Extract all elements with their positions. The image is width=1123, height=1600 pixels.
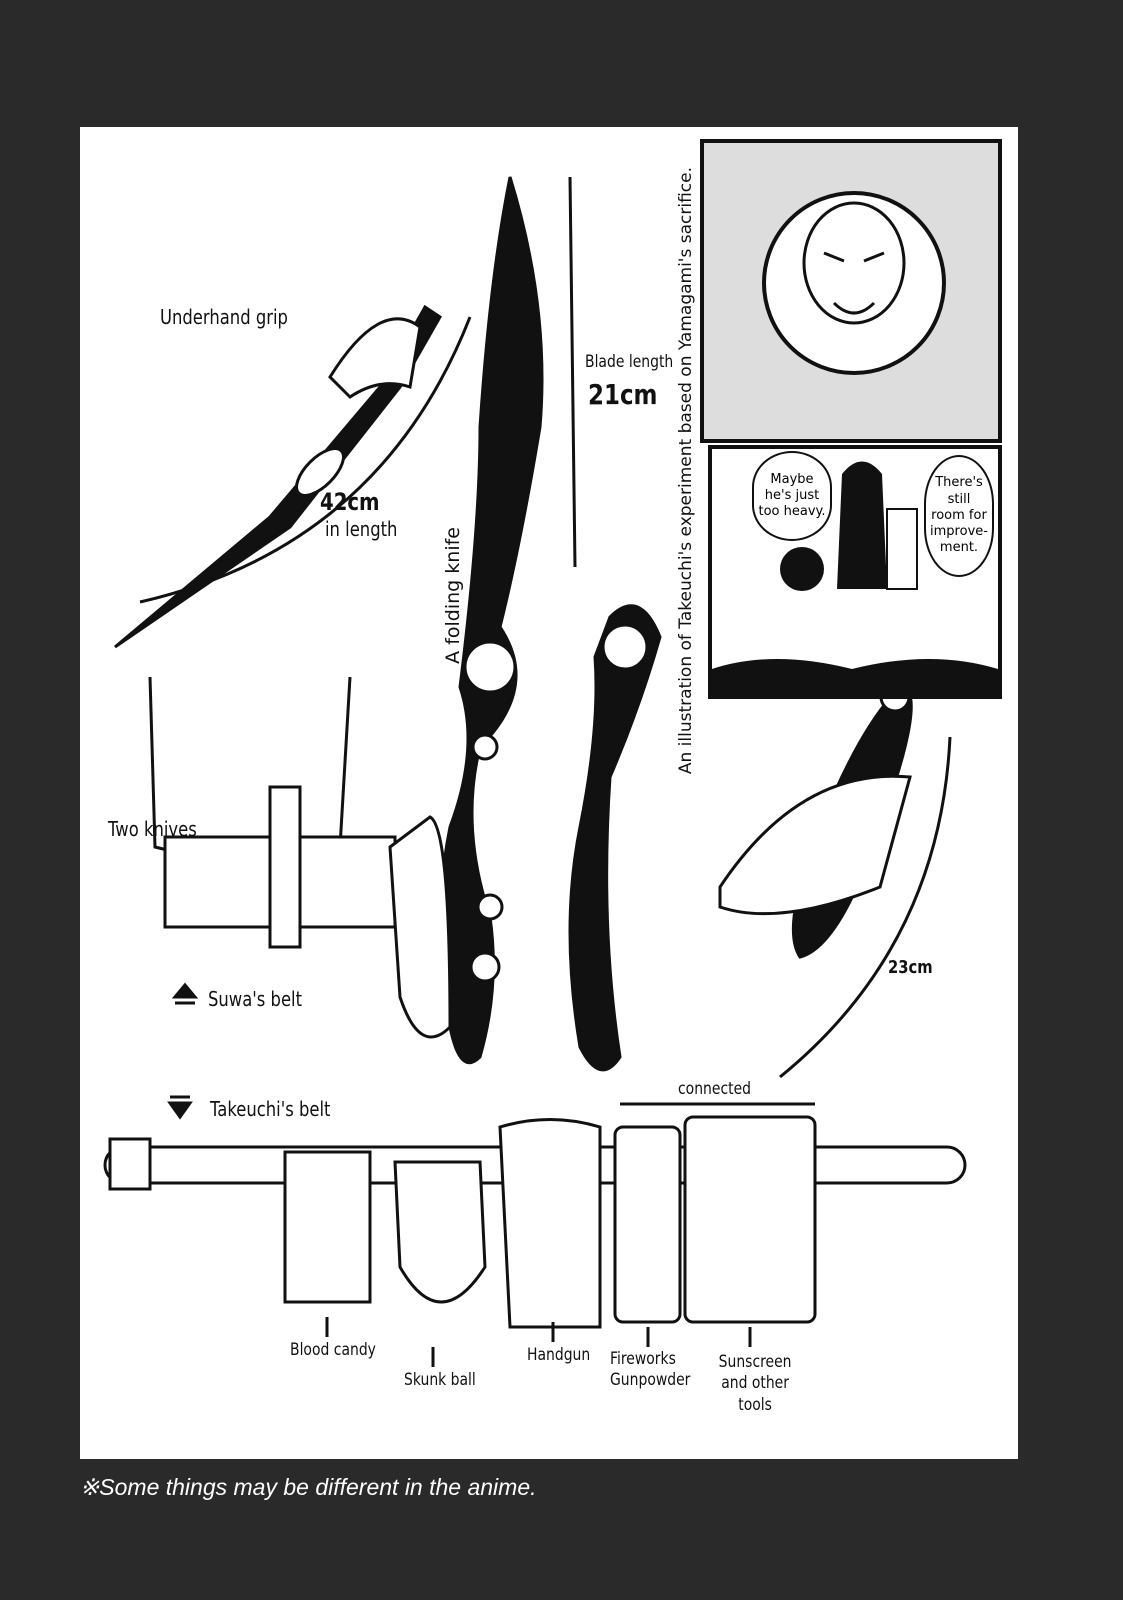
item-pointers [325,1317,752,1367]
footer-note: ※Some things may be different in the ani… [80,1474,537,1500]
pouch-skunk-ball [393,1160,487,1304]
pouch-blood-candy [283,1150,372,1304]
label-connected: connected [678,1079,752,1099]
label-two-knives: Two knives [108,817,197,841]
length-arrow-23 [779,736,952,1079]
illustrations [103,176,967,1367]
belt-item-skunk-ball: Skunk ball [404,1370,476,1390]
manga-page: Underhand grip 42cm in length Blade leng… [80,127,1018,1459]
character-face [762,191,946,375]
label-42cm: 42cm [320,488,380,516]
caption-vertical: An illustration of Takeuchi's experiment… [676,167,696,775]
belt-item-sunscreen: Sunscreen and other tools [718,1352,792,1415]
comic-panel-top [700,139,1002,443]
pouch-sunscreen [683,1115,817,1324]
label-21cm: 21cm [588,378,658,411]
speech-bubble-right: There's still room for improve-ment. [924,455,994,577]
label-folding-knife: A folding knife [442,527,464,664]
length-arrow [139,316,472,604]
label-23cm: 23cm [888,957,933,978]
pouch-handgun [498,1118,602,1329]
folding-knife-open [438,176,544,1065]
label-suwas-belt: Suwa's belt [208,987,303,1011]
label-in-length: in length [325,517,398,541]
label-underhand-grip: Underhand grip [160,305,288,329]
folding-knife-closed [568,604,662,1072]
label-takeuchis-belt: Takeuchi's belt [210,1097,331,1121]
belt-item-handgun: Handgun [527,1345,591,1365]
speech-bubble-left: Maybe he's just too heavy. [752,451,832,541]
comic-characters [712,461,998,695]
label-blade-length: Blade length [585,352,674,372]
blade-arrow [568,176,577,568]
comic-panel-bottom: Maybe he's just too heavy. There's still… [708,445,1002,699]
hand [328,317,422,399]
pouch-fireworks [613,1125,682,1324]
belt-item-fireworks: Fireworks Gunpowder [610,1349,691,1391]
belt-item-blood-candy: Blood candy [290,1340,376,1360]
